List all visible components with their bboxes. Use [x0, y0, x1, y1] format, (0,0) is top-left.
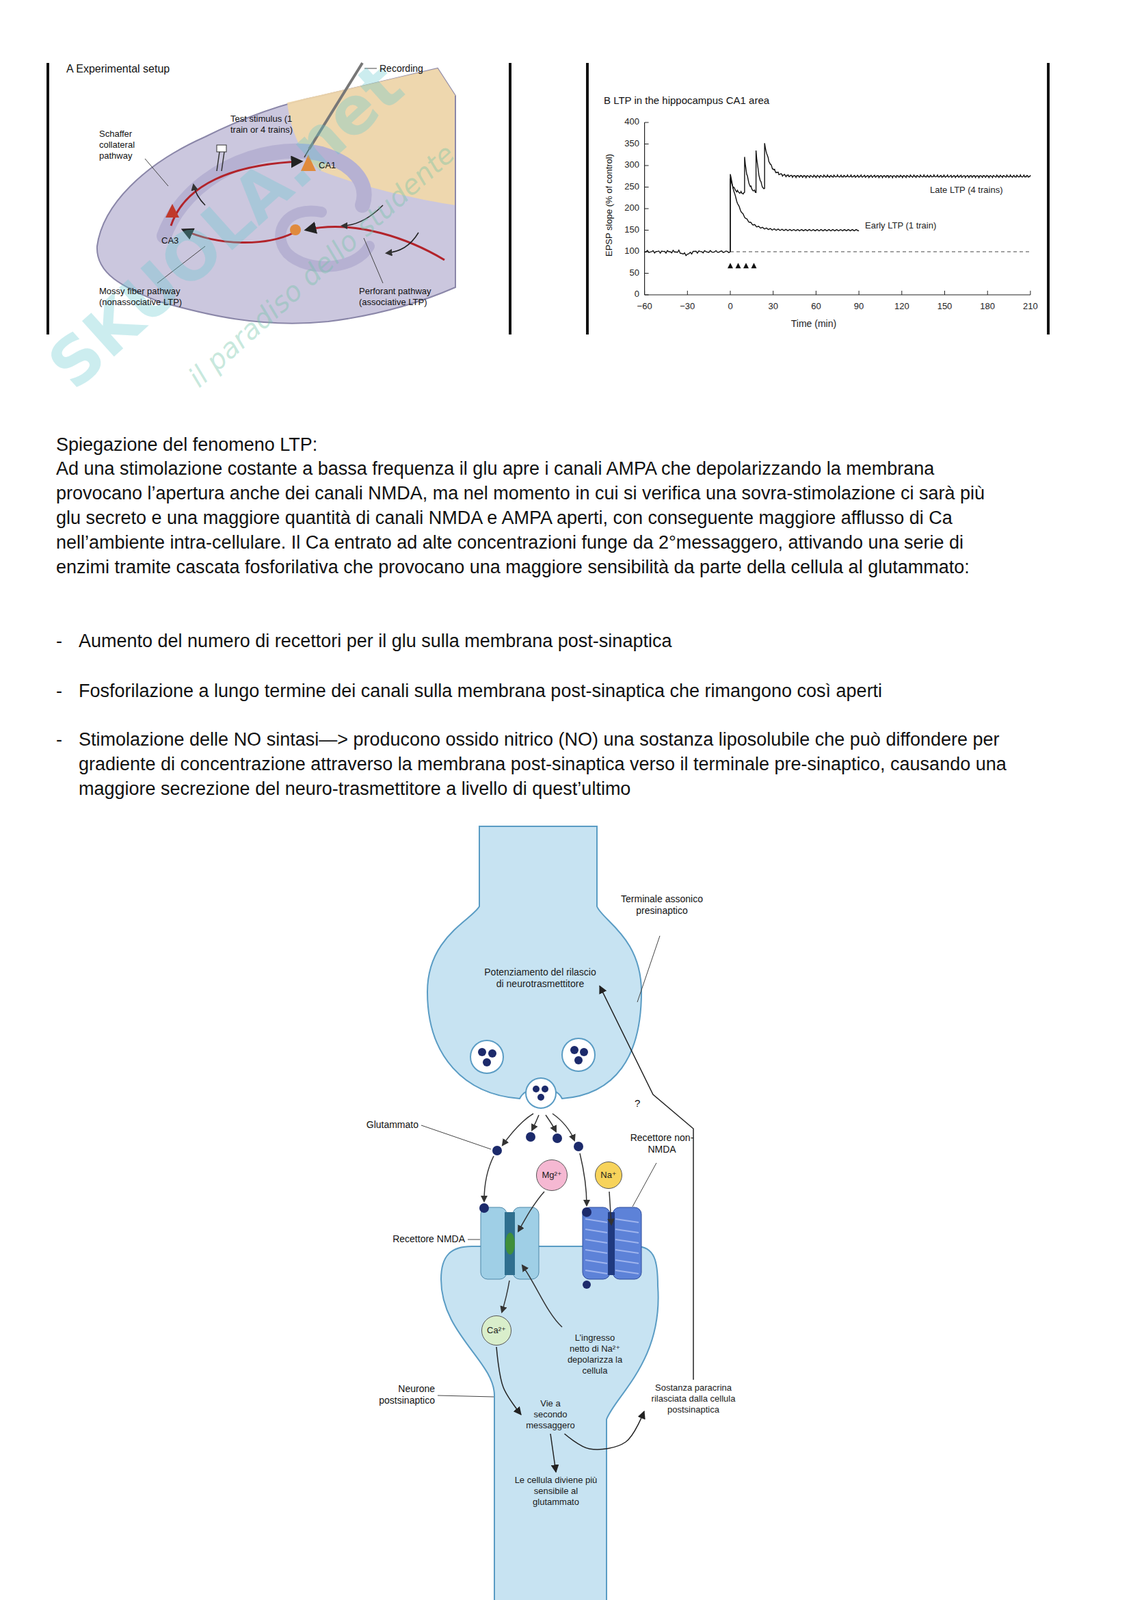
- pathway-label: Perforant pathway (associative LTP): [358, 285, 469, 308]
- tick-label: 200: [624, 202, 640, 214]
- panel-frame: [47, 62, 1049, 335]
- tick-label: 300: [624, 159, 640, 171]
- ion-circle: Mg²⁺: [536, 1159, 568, 1191]
- series-label: Early LTP (1 train): [865, 220, 937, 232]
- tick-label: 120: [894, 300, 910, 312]
- callout-label: Glutammato: [366, 1118, 419, 1131]
- tick-label: 210: [1022, 300, 1039, 312]
- stimulus-label: Test stimulus (1 train or 4 trains): [230, 113, 299, 136]
- tick-label: 350: [624, 138, 640, 150]
- bullet-text: Fosforilazione a lungo termine dei canal…: [78, 678, 1036, 703]
- bullet-mark: -: [56, 726, 63, 752]
- hippocampus-slice: [97, 62, 456, 324]
- callout-label: Terminale assonico presinaptico: [617, 893, 707, 917]
- node-text: Ca²⁺: [486, 1324, 507, 1336]
- text-block: Le cellula diviene più sensibile al glut…: [512, 1472, 600, 1509]
- electrode-label: Recording: [379, 62, 424, 75]
- watermark: il paradiso dello studente: [183, 138, 460, 392]
- ltp-chart: [644, 122, 1031, 295]
- bullet-text: Stimolazione delle NO sintasi—> producon…: [78, 726, 1043, 801]
- connector-arrow: [564, 1410, 645, 1449]
- synapse-illustration: [421, 826, 660, 1600]
- tick-label: 0: [634, 288, 640, 300]
- tick-label: 60: [810, 300, 821, 312]
- ion-circle: Ca²⁺: [481, 1314, 512, 1346]
- tick-label: 0: [727, 300, 733, 312]
- watermark: SKUOLA.net: [37, 51, 415, 400]
- bullet-text: Aumento del numero di recettori per il g…: [78, 628, 1036, 654]
- node-text: Na⁺: [600, 1169, 617, 1181]
- connector-arrow: [550, 1433, 556, 1472]
- tick-label: 400: [624, 116, 640, 128]
- text-block: Potenziamento del rilascio di neurotrasm…: [482, 964, 599, 991]
- text-block: Vie a secondo messaggero: [522, 1396, 579, 1432]
- ion-circle: Na⁺: [594, 1161, 623, 1189]
- tick-label: 180: [979, 300, 995, 312]
- series-label: Late LTP (4 trains): [929, 184, 1003, 196]
- tick-label: 150: [937, 300, 953, 312]
- callout-label: Recettore NMDA: [392, 1232, 465, 1245]
- panel-label: A Experimental setup: [66, 62, 170, 76]
- node-text: Potenziamento del rilascio di neurotrasm…: [483, 966, 597, 990]
- axis-title: Time (min): [791, 317, 837, 330]
- tick-label: 90: [854, 300, 864, 312]
- axis-title: EPSP slope (% of control): [603, 153, 615, 257]
- edge-label: ?: [633, 1096, 642, 1110]
- node-text: L’ingresso netto di Na²⁺ depolarizza la …: [565, 1332, 625, 1376]
- tick-label: 50: [629, 267, 640, 279]
- pathway-label: Schaffer collateral pathway: [99, 128, 154, 162]
- connector-arrow: [496, 1346, 522, 1415]
- tick-label: 250: [624, 181, 640, 193]
- tick-label: 100: [624, 245, 640, 257]
- region-label: CA3: [161, 235, 179, 247]
- paragraph: Ad una stimolazione costante a bassa fre…: [56, 456, 1007, 580]
- tick-label: 30: [767, 300, 778, 312]
- pathway-label: Mossy fiber pathway (nonassociative LTP): [99, 285, 216, 308]
- node-text: Vie a secondo messaggero: [523, 1397, 578, 1431]
- region-label: CA1: [318, 160, 336, 171]
- bullet-mark: -: [56, 678, 63, 703]
- text-block: L’ingresso netto di Na²⁺ depolarizza la …: [564, 1330, 626, 1378]
- tick-label: 150: [624, 224, 640, 236]
- node-text: Sostanza paracrina rilasciata dalla cell…: [646, 1381, 740, 1415]
- heading: Spiegazione del fenomeno LTP:: [56, 432, 318, 457]
- bullet-mark: -: [56, 628, 63, 654]
- text-block: Sostanza paracrina rilasciata dalla cell…: [645, 1380, 742, 1417]
- chart-title: B LTP in the hippocampus CA1 area: [603, 93, 770, 107]
- tick-label: −60: [637, 300, 653, 312]
- node-text: Le cellula diviene più sensibile al glut…: [513, 1474, 599, 1508]
- node-text: Mg²⁺: [541, 1169, 562, 1181]
- callout-label: Recettore non-NMDA: [627, 1131, 697, 1155]
- tick-label: −30: [679, 300, 695, 312]
- callout-label: Neurone postsinaptico: [366, 1382, 435, 1406]
